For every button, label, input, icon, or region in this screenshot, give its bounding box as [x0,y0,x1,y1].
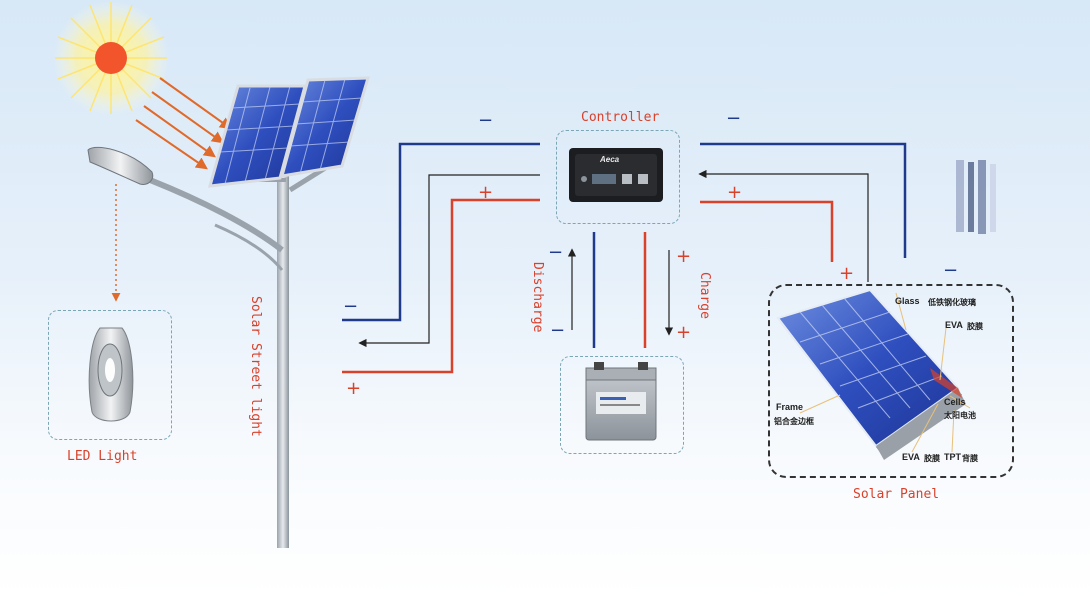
lamp-head-icon [87,146,154,185]
battery-frame [560,356,684,454]
plus-sign-left: + [346,378,362,399]
minus-sign-top-right: − [726,108,742,129]
eva-top-callout-cn: 胶膜 [967,322,983,331]
battery-wiring [567,232,674,348]
frame-callout: Frame [776,402,804,412]
minus-sign-solar-panel: − [943,260,959,281]
frame-callout-cn: 铝合金边框 [774,417,814,426]
discharge-label: Discharge [530,262,545,333]
minus-sign-discharge-top: − [548,242,564,263]
glass-callout: Glass [895,296,920,306]
cells-callout-cn: 太阳电池 [944,411,976,420]
minus-sign-left: − [343,296,359,317]
solar-panel-wiring [698,142,907,282]
tpt-callout: TPT [944,452,961,462]
plus-sign-charge-top: + [676,246,692,267]
solar-panel-frame [768,284,1014,478]
led-light-frame [48,310,172,440]
plus-sign-charge-bottom: + [676,322,692,343]
eva-bottom-callout: EVA [902,452,920,462]
eva-top-callout: EVA [945,320,963,330]
controller-label: Controller [581,110,660,125]
charge-label: Charge [697,272,712,319]
minus-sign-top-left: − [478,110,494,131]
controller-frame [556,130,680,224]
controller-device-icon [569,148,663,202]
battery-icon [585,362,657,441]
pole-solar-panel-icon [207,76,371,188]
plus-sign-top-right: + [727,182,743,203]
glass-callout-cn: 低铁钢化玻璃 [928,298,976,307]
led-light-icon [88,327,134,422]
controller-brand: Aeca [600,155,620,164]
street-light-wiring [342,142,540,374]
led-light-label: LED Light [67,449,138,464]
sun-rays [135,77,232,170]
cells-callout: Cells [944,397,966,407]
minus-sign-discharge-bottom: − [550,320,566,341]
street-light-pole [148,162,332,548]
eva-bottom-callout-cn: 胶膜 [924,454,940,463]
tpt-callout-cn: 背膜 [962,454,978,463]
sun-icon [53,0,169,116]
solar-street-light-label: Solar Street light [248,296,263,437]
blurred-component [956,160,996,234]
plus-sign-solar-panel: + [839,263,855,284]
solar-panel-label: Solar Panel [853,487,940,502]
plus-sign-top-left: + [478,182,494,203]
solar-panel-cross-section [776,288,971,460]
